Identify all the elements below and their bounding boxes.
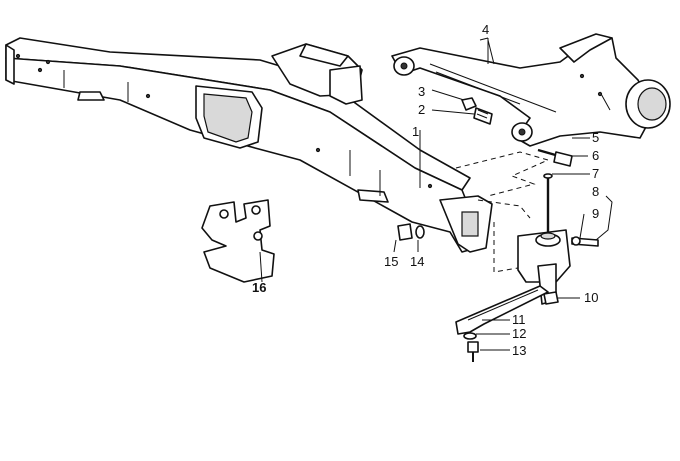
callout-15: 15 xyxy=(384,254,398,269)
callout-4: 4 xyxy=(482,22,489,37)
callout-10: 10 xyxy=(584,290,598,305)
callout-5: 5 xyxy=(592,130,599,145)
nut-part-10 xyxy=(543,291,559,305)
trailing-arm xyxy=(391,33,671,147)
assembly-guides xyxy=(455,151,550,273)
callout-1: 1 xyxy=(412,124,419,139)
bolt-part-13 xyxy=(467,341,479,362)
bracket-part-11 xyxy=(455,285,549,335)
washer-part-14 xyxy=(415,225,425,239)
callout-9: 9 xyxy=(592,206,599,221)
leader-lines xyxy=(259,37,613,351)
callout-13: 13 xyxy=(512,343,526,358)
callout-2: 2 xyxy=(418,102,425,117)
bolt-part-7 xyxy=(543,173,553,232)
washer-part-12 xyxy=(463,332,477,340)
bolt-part-5 xyxy=(537,148,573,167)
callout-12: 12 xyxy=(512,326,526,341)
callout-8: 8 xyxy=(592,184,599,199)
callout-11: 11 xyxy=(512,312,526,327)
bracket-part-16 xyxy=(201,199,275,283)
nut-part-3 xyxy=(461,97,477,111)
bolt-part-9 xyxy=(571,236,599,247)
callout-7: 7 xyxy=(592,166,599,181)
frame-member xyxy=(5,37,493,253)
callout-3: 3 xyxy=(418,84,425,99)
callout-6: 6 xyxy=(592,148,599,163)
bolt-part-2 xyxy=(473,107,493,125)
callout-14: 14 xyxy=(410,254,424,269)
nut-part-15 xyxy=(397,223,413,241)
callout-16: 16 xyxy=(252,280,266,295)
